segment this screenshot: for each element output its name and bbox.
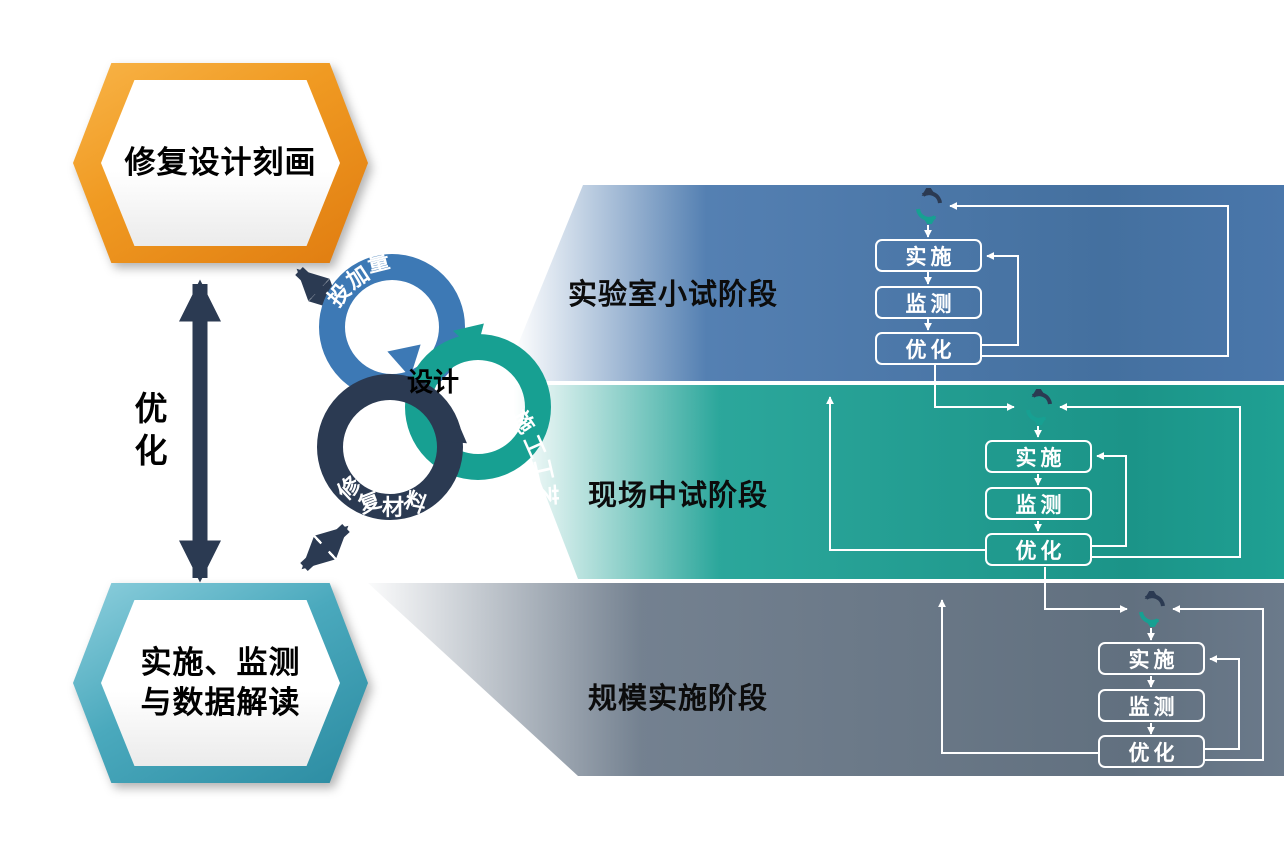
optimize-link-label: 优化 xyxy=(134,389,168,470)
node-implement-monitor: 实施、监测 与数据解读 xyxy=(73,583,368,783)
step-box-optimize: 优化 xyxy=(875,332,982,365)
node-implement-monitor-label-1: 实施、监测 xyxy=(140,645,301,681)
step-box-optimize: 优化 xyxy=(985,533,1092,566)
hexagon-panel: 修复设计刻画 xyxy=(101,80,340,246)
step-box-monitor: 监测 xyxy=(875,286,982,319)
step-box-implement: 实施 xyxy=(875,239,982,272)
node-remediation-design-label: 修复设计刻画 xyxy=(124,145,317,181)
step-box-monitor: 监测 xyxy=(985,487,1092,520)
cycle-icon xyxy=(915,188,942,224)
stage-label-pilot-test: 现场中试阶段 xyxy=(588,478,769,512)
step-box-implement: 实施 xyxy=(1098,642,1205,675)
ring-label-material-char: 料 xyxy=(400,487,430,519)
stage-label-lab-test: 实验室小试阶段 xyxy=(568,277,779,311)
ring-label-technique-char: 艺 xyxy=(533,483,560,507)
ring-label-material-char: 材 xyxy=(381,496,405,521)
cycle-icon xyxy=(1138,591,1165,627)
ring-label-material-char: 复 xyxy=(355,487,385,519)
stage-label-full-scale: 规模实施阶段 xyxy=(588,681,769,715)
cycle-center-label: 设计 xyxy=(406,368,459,398)
step-box-implement: 实施 xyxy=(985,440,1092,473)
hexagon-panel: 实施、监测 与数据解读 xyxy=(101,600,340,766)
step-box-optimize: 优化 xyxy=(1098,735,1205,768)
node-implement-monitor-label-2: 与数据解读 xyxy=(140,685,301,721)
step-box-monitor: 监测 xyxy=(1098,689,1205,722)
node-remediation-design: 修复设计刻画 xyxy=(73,63,368,263)
cycle-icon xyxy=(1025,389,1052,425)
